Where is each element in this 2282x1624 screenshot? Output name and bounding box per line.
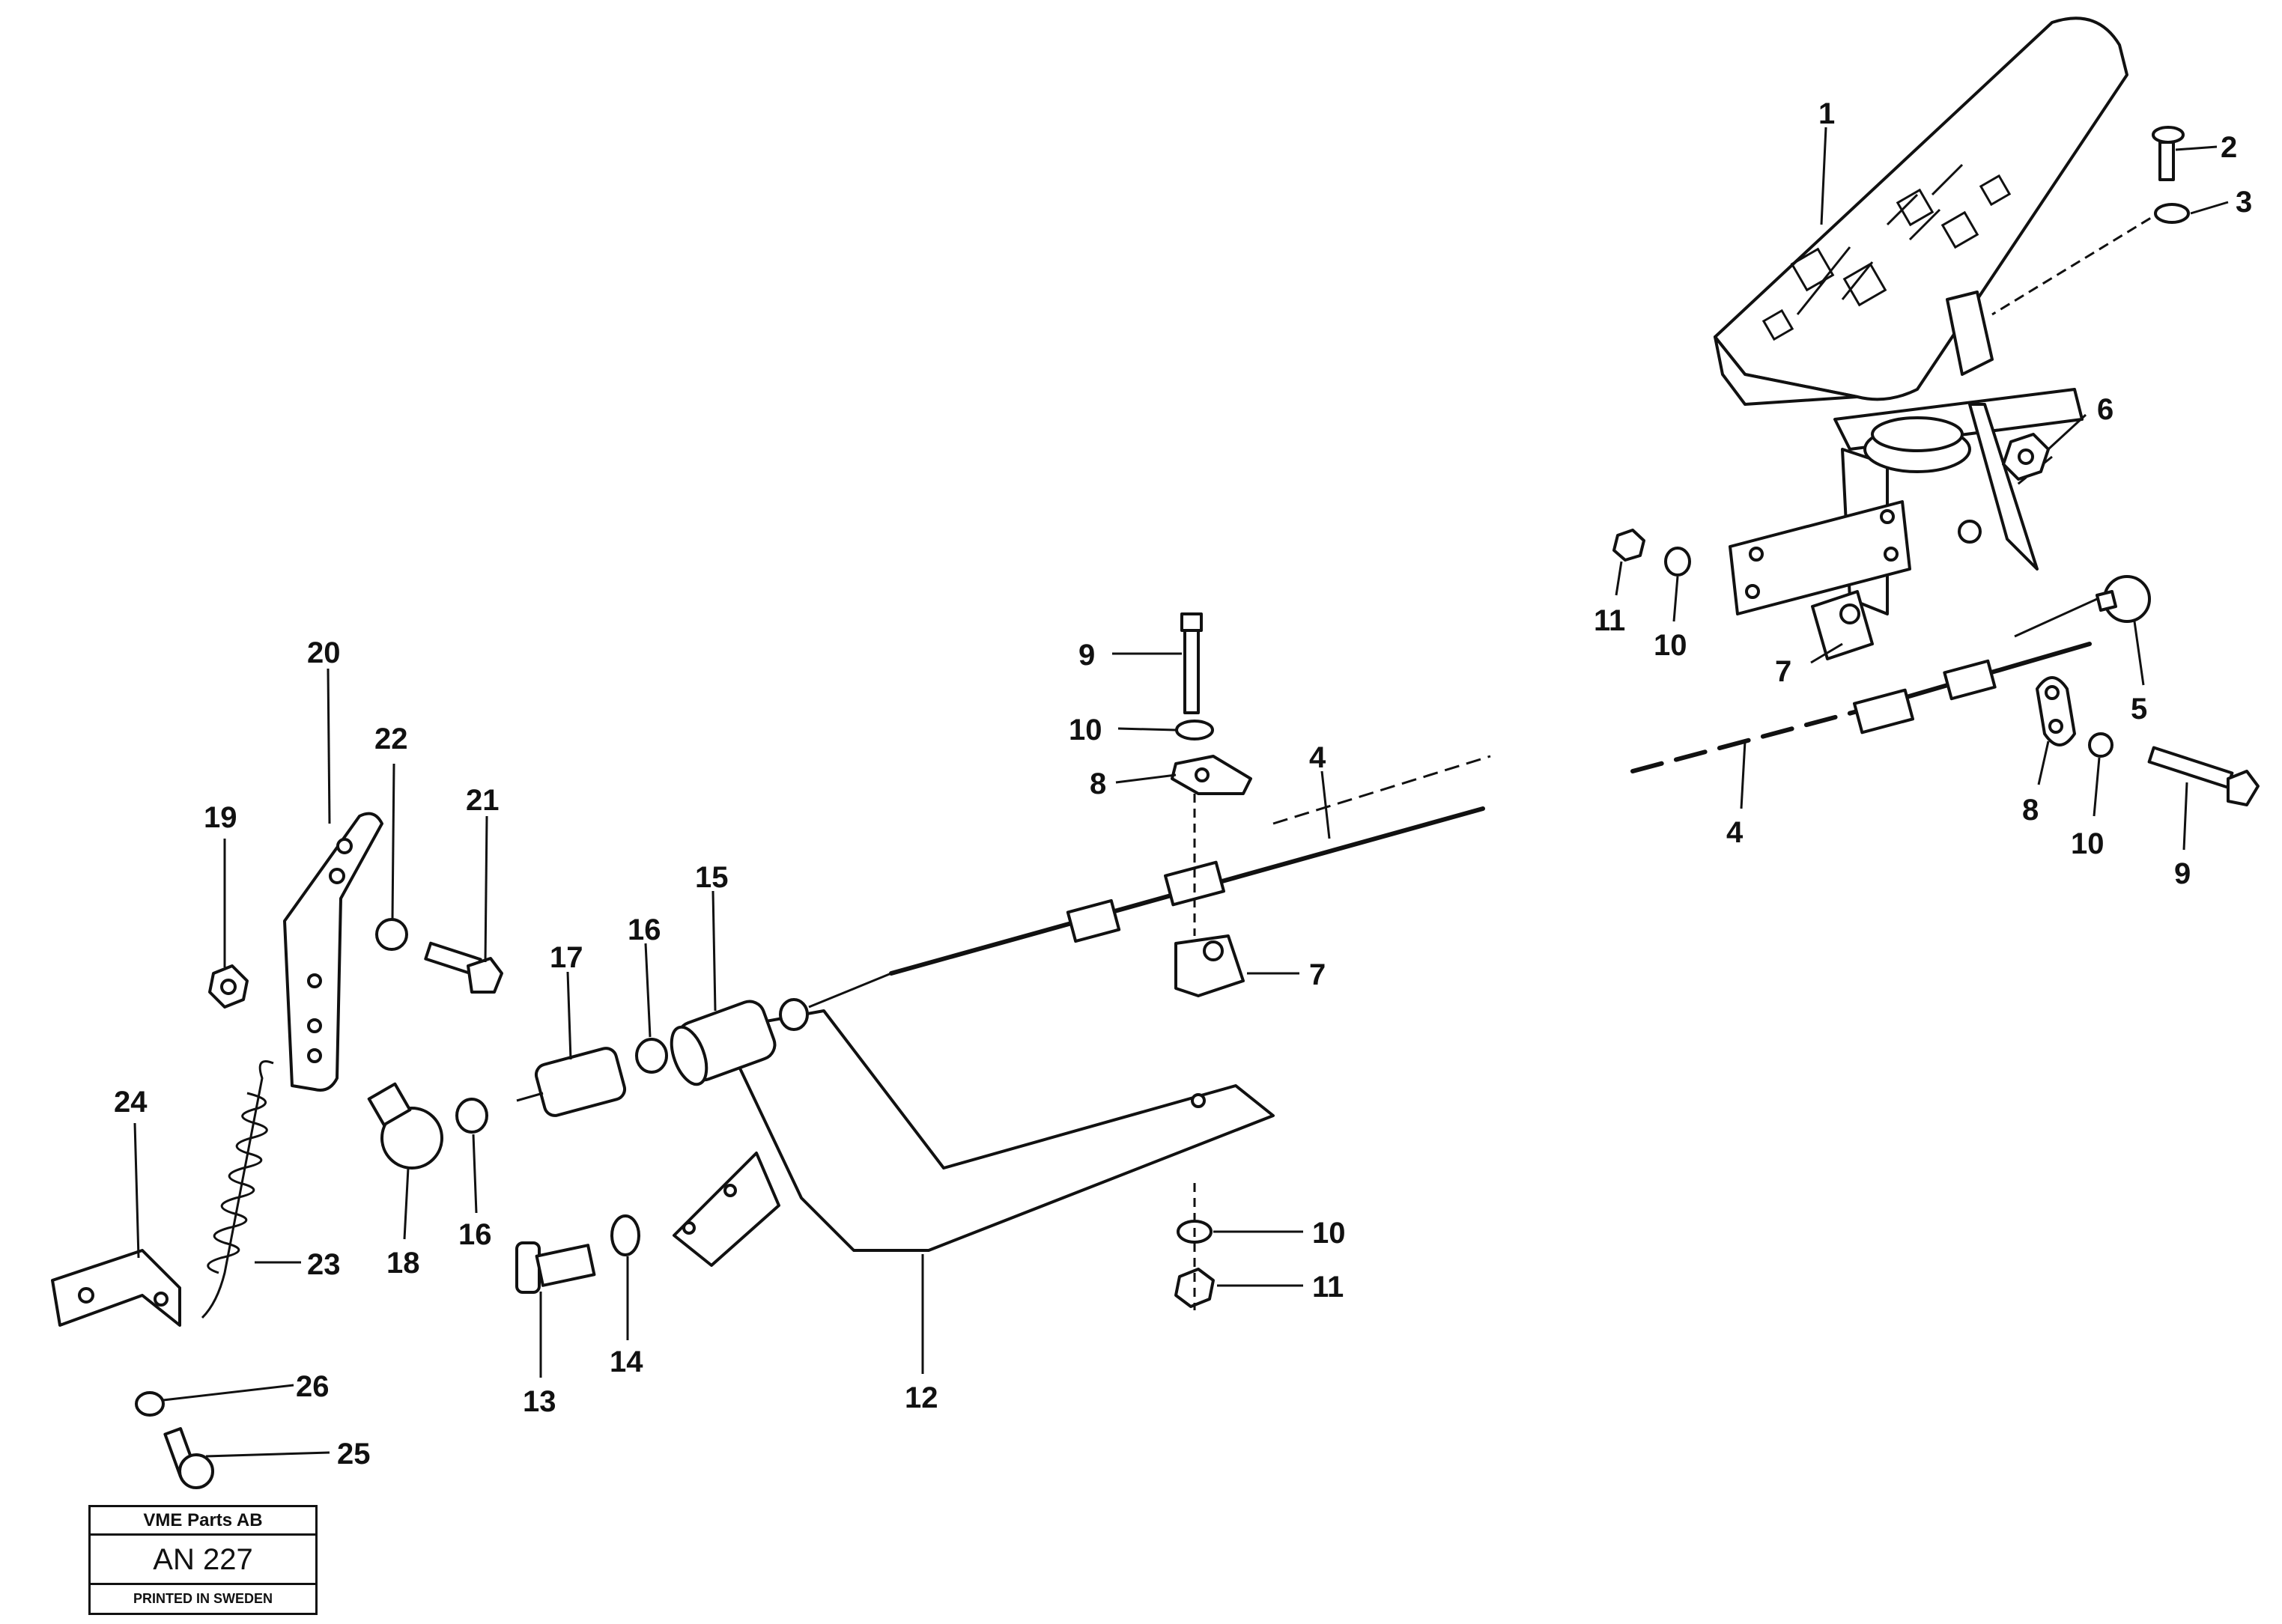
nut-part-6	[2002, 433, 2050, 481]
callout-16-upper: 16	[628, 913, 661, 946]
pedal-assembly	[1714, 16, 2165, 615]
nut-part-16-lower	[455, 1098, 488, 1134]
washer-part-3	[2154, 203, 2190, 224]
callout-11-lower: 11	[1312, 1271, 1344, 1304]
washer-part-10-right	[2088, 732, 2113, 758]
callout-9-upper: 9	[1078, 639, 1095, 672]
callout-7-upper: 7	[1775, 655, 1791, 688]
callout-10-right: 10	[2071, 827, 2105, 860]
washer-part-26	[135, 1391, 165, 1417]
callout-5: 5	[2131, 693, 2147, 726]
sleeve-part-15	[670, 1000, 777, 1086]
callout-4-left: 4	[1309, 741, 1326, 774]
callout-18: 18	[386, 1247, 420, 1280]
angle-bracket-part-24	[51, 1249, 181, 1327]
callout-14: 14	[610, 1345, 643, 1378]
screw-part-2	[2152, 126, 2185, 181]
callout-8-mid: 8	[1090, 767, 1106, 800]
callout-17: 17	[550, 941, 583, 974]
adjuster-part-17	[516, 1047, 627, 1117]
callout-3: 3	[2236, 186, 2252, 219]
callout-10-lower: 10	[1312, 1217, 1346, 1250]
callout-7-lower: 7	[1309, 958, 1326, 991]
bolt-part-21	[424, 941, 503, 994]
callout-16-lower: 16	[458, 1218, 492, 1251]
washer-part-14	[610, 1214, 640, 1256]
callout-4-right: 4	[1726, 816, 1744, 849]
bracket-part-8-mid	[1171, 755, 1252, 795]
callout-22: 22	[374, 723, 408, 755]
callout-21: 21	[466, 784, 500, 817]
nut-part-16-upper	[635, 1038, 668, 1074]
bolt-part-25	[163, 1427, 214, 1489]
lever-part-20	[283, 812, 383, 1092]
callout-26: 26	[296, 1370, 330, 1403]
stamp-printed-note: PRINTED IN SWEDEN	[133, 1591, 273, 1606]
bolt-part-9-right	[2147, 746, 2260, 806]
washer-part-10-mid	[1175, 720, 1214, 740]
callout-20: 20	[307, 636, 341, 669]
stamp-company: VME Parts AB	[91, 1507, 315, 1536]
nut-part-19	[208, 964, 249, 1009]
ball-joint-part-18	[367, 1082, 443, 1170]
stamp-drawing-number: AN 227	[91, 1536, 315, 1585]
bracket-part-8-right	[2036, 676, 2076, 746]
callout-24: 24	[114, 1086, 148, 1119]
callout-labels: 1 2 3 6 11 10 7 5 4 8 10 9 9 10 8 4 7 10…	[114, 97, 2252, 1471]
callout-19: 19	[204, 801, 237, 834]
callout-2: 2	[2221, 131, 2237, 164]
washer-part-22	[375, 918, 408, 951]
clamp-part-7-upper	[1811, 590, 1874, 660]
spring-part-23	[201, 1060, 274, 1319]
callout-6: 6	[2097, 393, 2113, 426]
callout-1: 1	[1818, 97, 1835, 130]
nut-part-end-cable	[779, 998, 809, 1031]
washer-part-10-upper	[1664, 547, 1691, 577]
callout-11-upper: 11	[1594, 604, 1625, 637]
callout-25: 25	[337, 1438, 371, 1471]
callout-23: 23	[307, 1248, 341, 1281]
callout-10-mid: 10	[1069, 714, 1102, 746]
nut-part-11-upper	[1612, 529, 1645, 562]
clamp-part-7-lower	[1174, 934, 1245, 997]
leader-lines	[133, 127, 2229, 1458]
ball-joint-part-5	[2014, 575, 2151, 638]
callout-9-right: 9	[2174, 857, 2191, 890]
callout-13: 13	[523, 1385, 556, 1418]
callout-10-upper: 10	[1654, 629, 1687, 662]
callout-8-right: 8	[2022, 794, 2039, 827]
mounting-bracket-part-12	[673, 1009, 1275, 1267]
callout-15: 15	[695, 861, 729, 894]
bolt-part-13	[515, 1241, 596, 1294]
throttle-cable-part-4	[889, 642, 2092, 976]
title-stamp: VME Parts AB AN 227 PRINTED IN SWEDEN	[88, 1505, 318, 1615]
callout-12: 12	[905, 1381, 938, 1414]
bolt-part-9-upper	[1180, 612, 1203, 714]
